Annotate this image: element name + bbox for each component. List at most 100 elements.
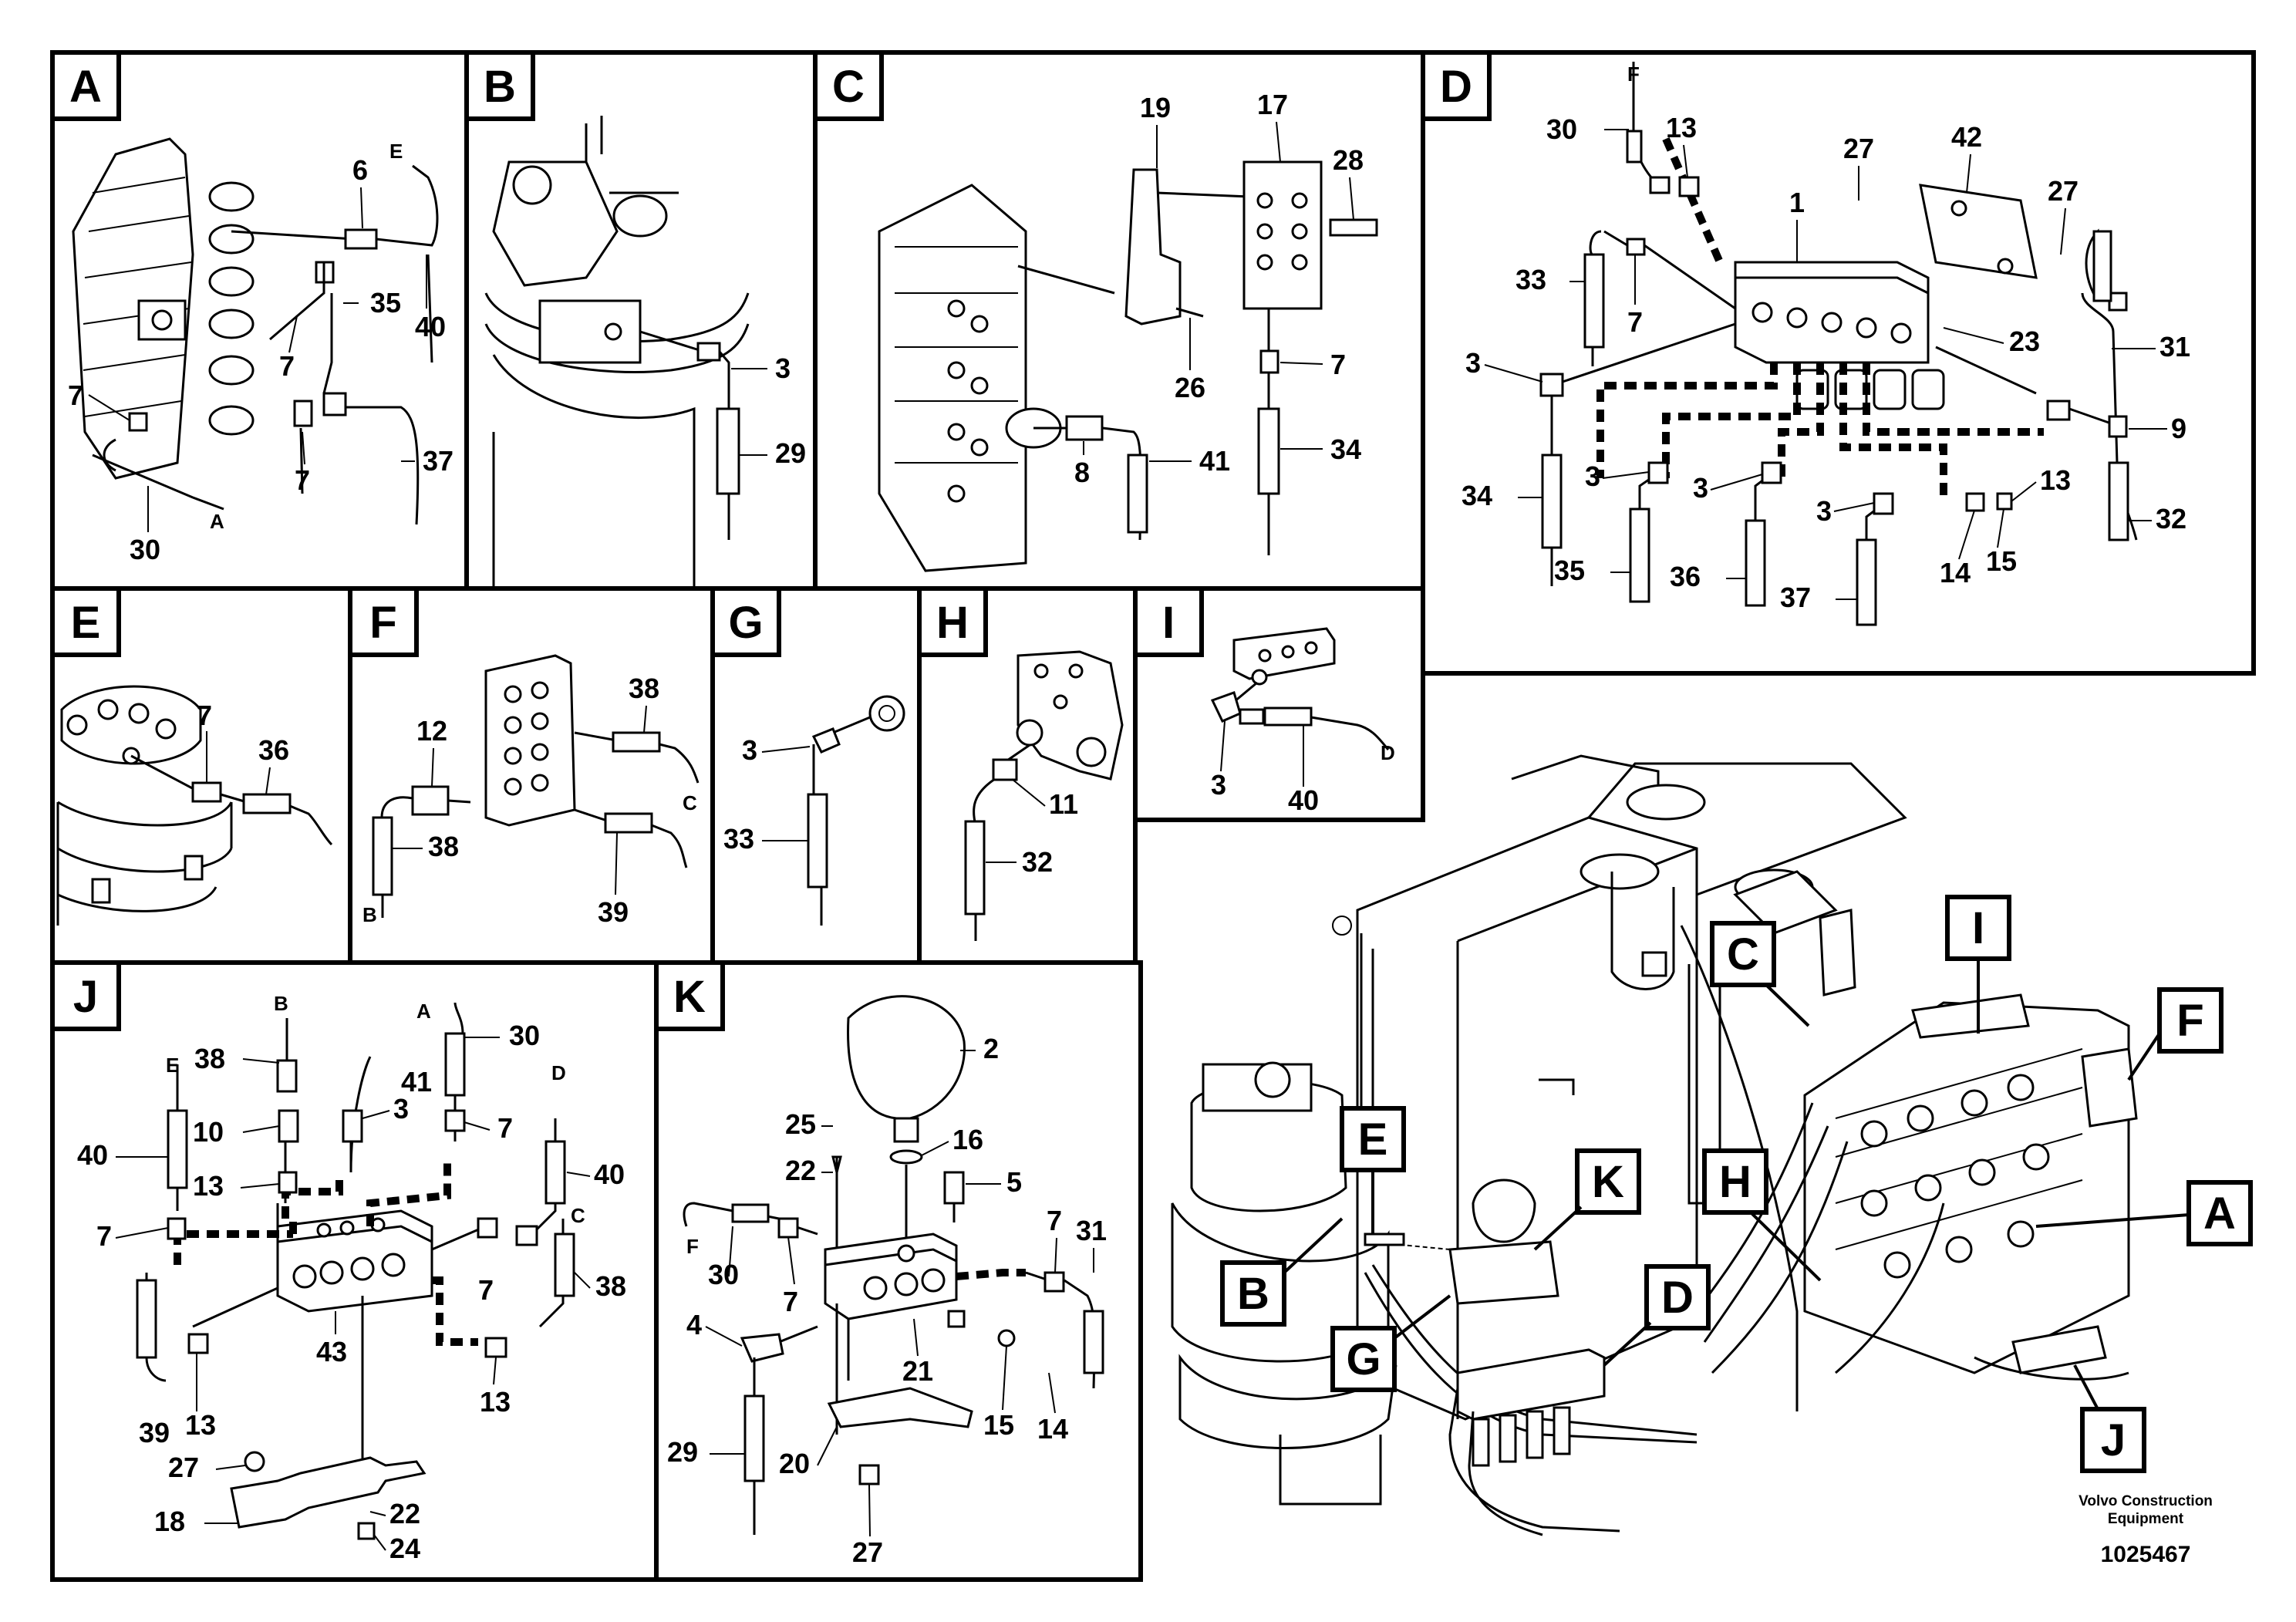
callout-38: 38 xyxy=(194,1043,225,1074)
svg-text:G: G xyxy=(1346,1334,1381,1384)
callout-40: 40 xyxy=(77,1139,108,1171)
panel-c-drawing xyxy=(878,160,1378,572)
callout-40: 40 xyxy=(594,1158,625,1190)
callout-9: 9 xyxy=(2171,413,2186,444)
svg-text:A: A xyxy=(2203,1189,2236,1239)
callout-27: 27 xyxy=(2048,175,2079,207)
callout-15: 15 xyxy=(1986,545,2017,577)
callout-E: E xyxy=(166,1054,179,1077)
panel-d-drawing xyxy=(1539,62,2138,626)
overview-tag-h: H xyxy=(1702,1148,1822,1282)
callout-34: 34 xyxy=(1330,433,1361,465)
callout-3: 3 xyxy=(1693,472,1708,504)
overview-tag-d: D xyxy=(1603,1264,1711,1367)
panel-tag-f: F xyxy=(348,586,419,657)
callout-37: 37 xyxy=(423,445,453,477)
callout-7: 7 xyxy=(1047,1205,1062,1236)
callout-38: 38 xyxy=(595,1270,626,1302)
callout-25: 25 xyxy=(785,1108,816,1140)
callout-F: F xyxy=(686,1235,699,1258)
panel-e-drawing xyxy=(56,685,333,926)
panel-tags: A B C D E F G H I J K xyxy=(50,50,1492,1031)
callout-7: 7 xyxy=(478,1274,494,1306)
panel-g-callouts: 3 33 xyxy=(723,734,811,855)
svg-text:D: D xyxy=(1440,62,1472,112)
overview-tag-g: G xyxy=(1330,1294,1451,1392)
panel-tag-j: J xyxy=(50,960,121,1031)
callout-36: 36 xyxy=(258,734,289,766)
drawing-footer: Volvo Construction Equipment 1025467 xyxy=(2079,1493,2213,1567)
callout-17: 17 xyxy=(1257,89,1288,120)
callout-13: 13 xyxy=(2040,464,2071,496)
callout-13: 13 xyxy=(193,1170,224,1202)
callout-33: 33 xyxy=(723,823,754,855)
callout-11: 11 xyxy=(1049,788,1078,820)
svg-text:D: D xyxy=(1661,1273,1694,1323)
callout-40: 40 xyxy=(1288,784,1319,816)
callout-22: 22 xyxy=(785,1155,816,1186)
overview-tags: C I F E A H K D B G J xyxy=(1220,895,2253,1473)
overview-tag-i: I xyxy=(1945,895,2011,1034)
overview-tag-c: C xyxy=(1710,921,1810,1027)
svg-text:G: G xyxy=(728,598,763,648)
callout-A: A xyxy=(416,1000,431,1023)
callout-7: 7 xyxy=(497,1112,513,1144)
callout-7: 7 xyxy=(1330,349,1346,380)
callout-B: B xyxy=(274,992,288,1015)
panel-i-drawing xyxy=(1210,627,1390,750)
callout-40: 40 xyxy=(415,311,446,342)
callout-13: 13 xyxy=(185,1409,216,1441)
callout-16: 16 xyxy=(952,1124,983,1155)
svg-text:I: I xyxy=(1972,903,1984,953)
callout-3: 3 xyxy=(742,734,757,766)
callout-7: 7 xyxy=(295,464,310,496)
panel-k-drawing xyxy=(683,995,1104,1535)
callout-43: 43 xyxy=(316,1336,347,1367)
panel-tag-k: K xyxy=(654,960,725,1031)
svg-text:K: K xyxy=(1592,1157,1624,1207)
svg-text:E: E xyxy=(71,598,101,648)
callout-C: C xyxy=(683,791,697,814)
callout-41: 41 xyxy=(401,1066,432,1098)
callout-4: 4 xyxy=(686,1309,702,1340)
callout-27: 27 xyxy=(1843,133,1874,164)
panel-tag-h: H xyxy=(917,586,988,657)
callout-28: 28 xyxy=(1333,144,1364,176)
callout-38: 38 xyxy=(428,831,459,862)
callout-8: 8 xyxy=(1074,457,1090,488)
panel-k-callouts: 2 25 16 22 5 7 31 F 30 7 4 21 15 14 29 2… xyxy=(667,1033,1107,1568)
panel-b-drawing xyxy=(484,116,750,586)
callout-7: 7 xyxy=(279,350,295,382)
panel-h-drawing xyxy=(964,650,1124,941)
panel-a-callouts: 6 E 35 40 7 7 7 37 30 A xyxy=(68,140,453,565)
panel-tag-e: E xyxy=(50,586,121,657)
callout-13: 13 xyxy=(480,1386,511,1418)
company-name-line1: Volvo Construction xyxy=(2079,1493,2213,1509)
panel-f-drawing xyxy=(372,654,700,918)
callout-C: C xyxy=(571,1204,585,1227)
callout-39: 39 xyxy=(139,1417,170,1448)
overview-tag-b: B xyxy=(1220,1217,1344,1327)
callout-22: 22 xyxy=(389,1498,420,1529)
callout-A: A xyxy=(210,510,224,533)
callout-32: 32 xyxy=(2156,503,2186,534)
callout-7: 7 xyxy=(783,1286,798,1317)
callout-20: 20 xyxy=(779,1448,810,1479)
svg-text:H: H xyxy=(1719,1157,1752,1207)
callout-7: 7 xyxy=(1627,306,1643,338)
svg-text:C: C xyxy=(1727,929,1759,980)
callout-D: D xyxy=(551,1061,566,1084)
svg-text:B: B xyxy=(484,62,516,112)
overview-tag-k: K xyxy=(1533,1148,1641,1251)
svg-text:C: C xyxy=(832,62,865,112)
callout-3: 3 xyxy=(393,1093,409,1125)
panel-frames xyxy=(50,50,2256,1582)
callout-3: 3 xyxy=(1211,769,1226,801)
callout-1: 1 xyxy=(1789,187,1805,218)
callout-29: 29 xyxy=(667,1436,698,1468)
callout-34: 34 xyxy=(1462,480,1492,511)
callout-29: 29 xyxy=(775,437,806,469)
callout-21: 21 xyxy=(902,1355,933,1387)
callout-30: 30 xyxy=(130,534,160,565)
svg-text:J: J xyxy=(73,972,98,1022)
